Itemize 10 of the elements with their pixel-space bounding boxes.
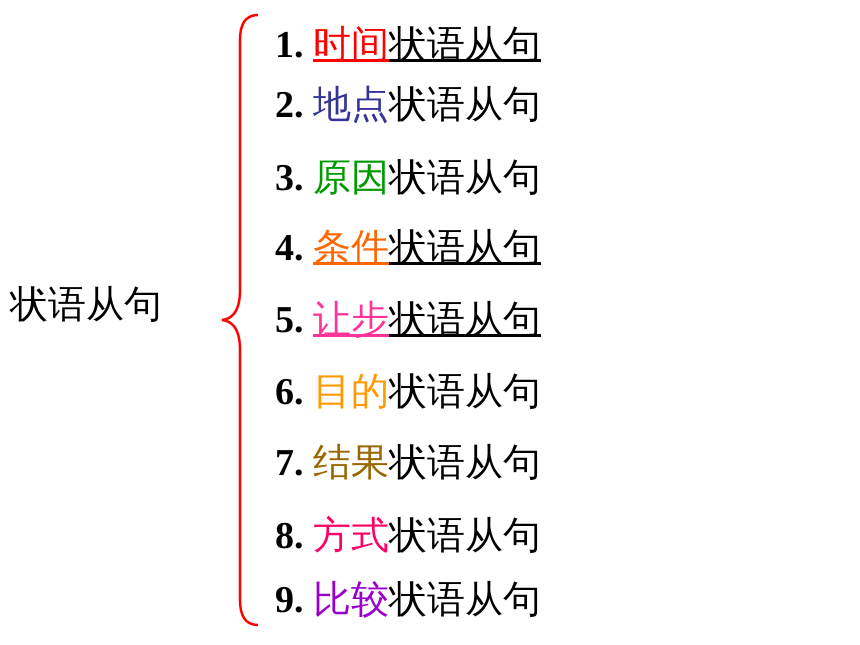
list-item: 9. 比较状语从句 xyxy=(275,578,541,622)
list-item: 4. 条件状语从句 xyxy=(275,226,541,270)
list-item: 7. 结果状语从句 xyxy=(275,441,541,485)
list-item: 3. 原因状语从句 xyxy=(275,156,541,200)
list-item: 6. 目的状语从句 xyxy=(275,370,541,414)
list-item: 1. 时间状语从句 xyxy=(275,23,541,67)
topic-label: 状语从句 xyxy=(10,283,162,327)
list-item: 5. 让步状语从句 xyxy=(275,298,541,342)
list-item: 2. 地点状语从句 xyxy=(275,83,541,127)
list-item: 8. 方式状语从句 xyxy=(275,514,541,558)
